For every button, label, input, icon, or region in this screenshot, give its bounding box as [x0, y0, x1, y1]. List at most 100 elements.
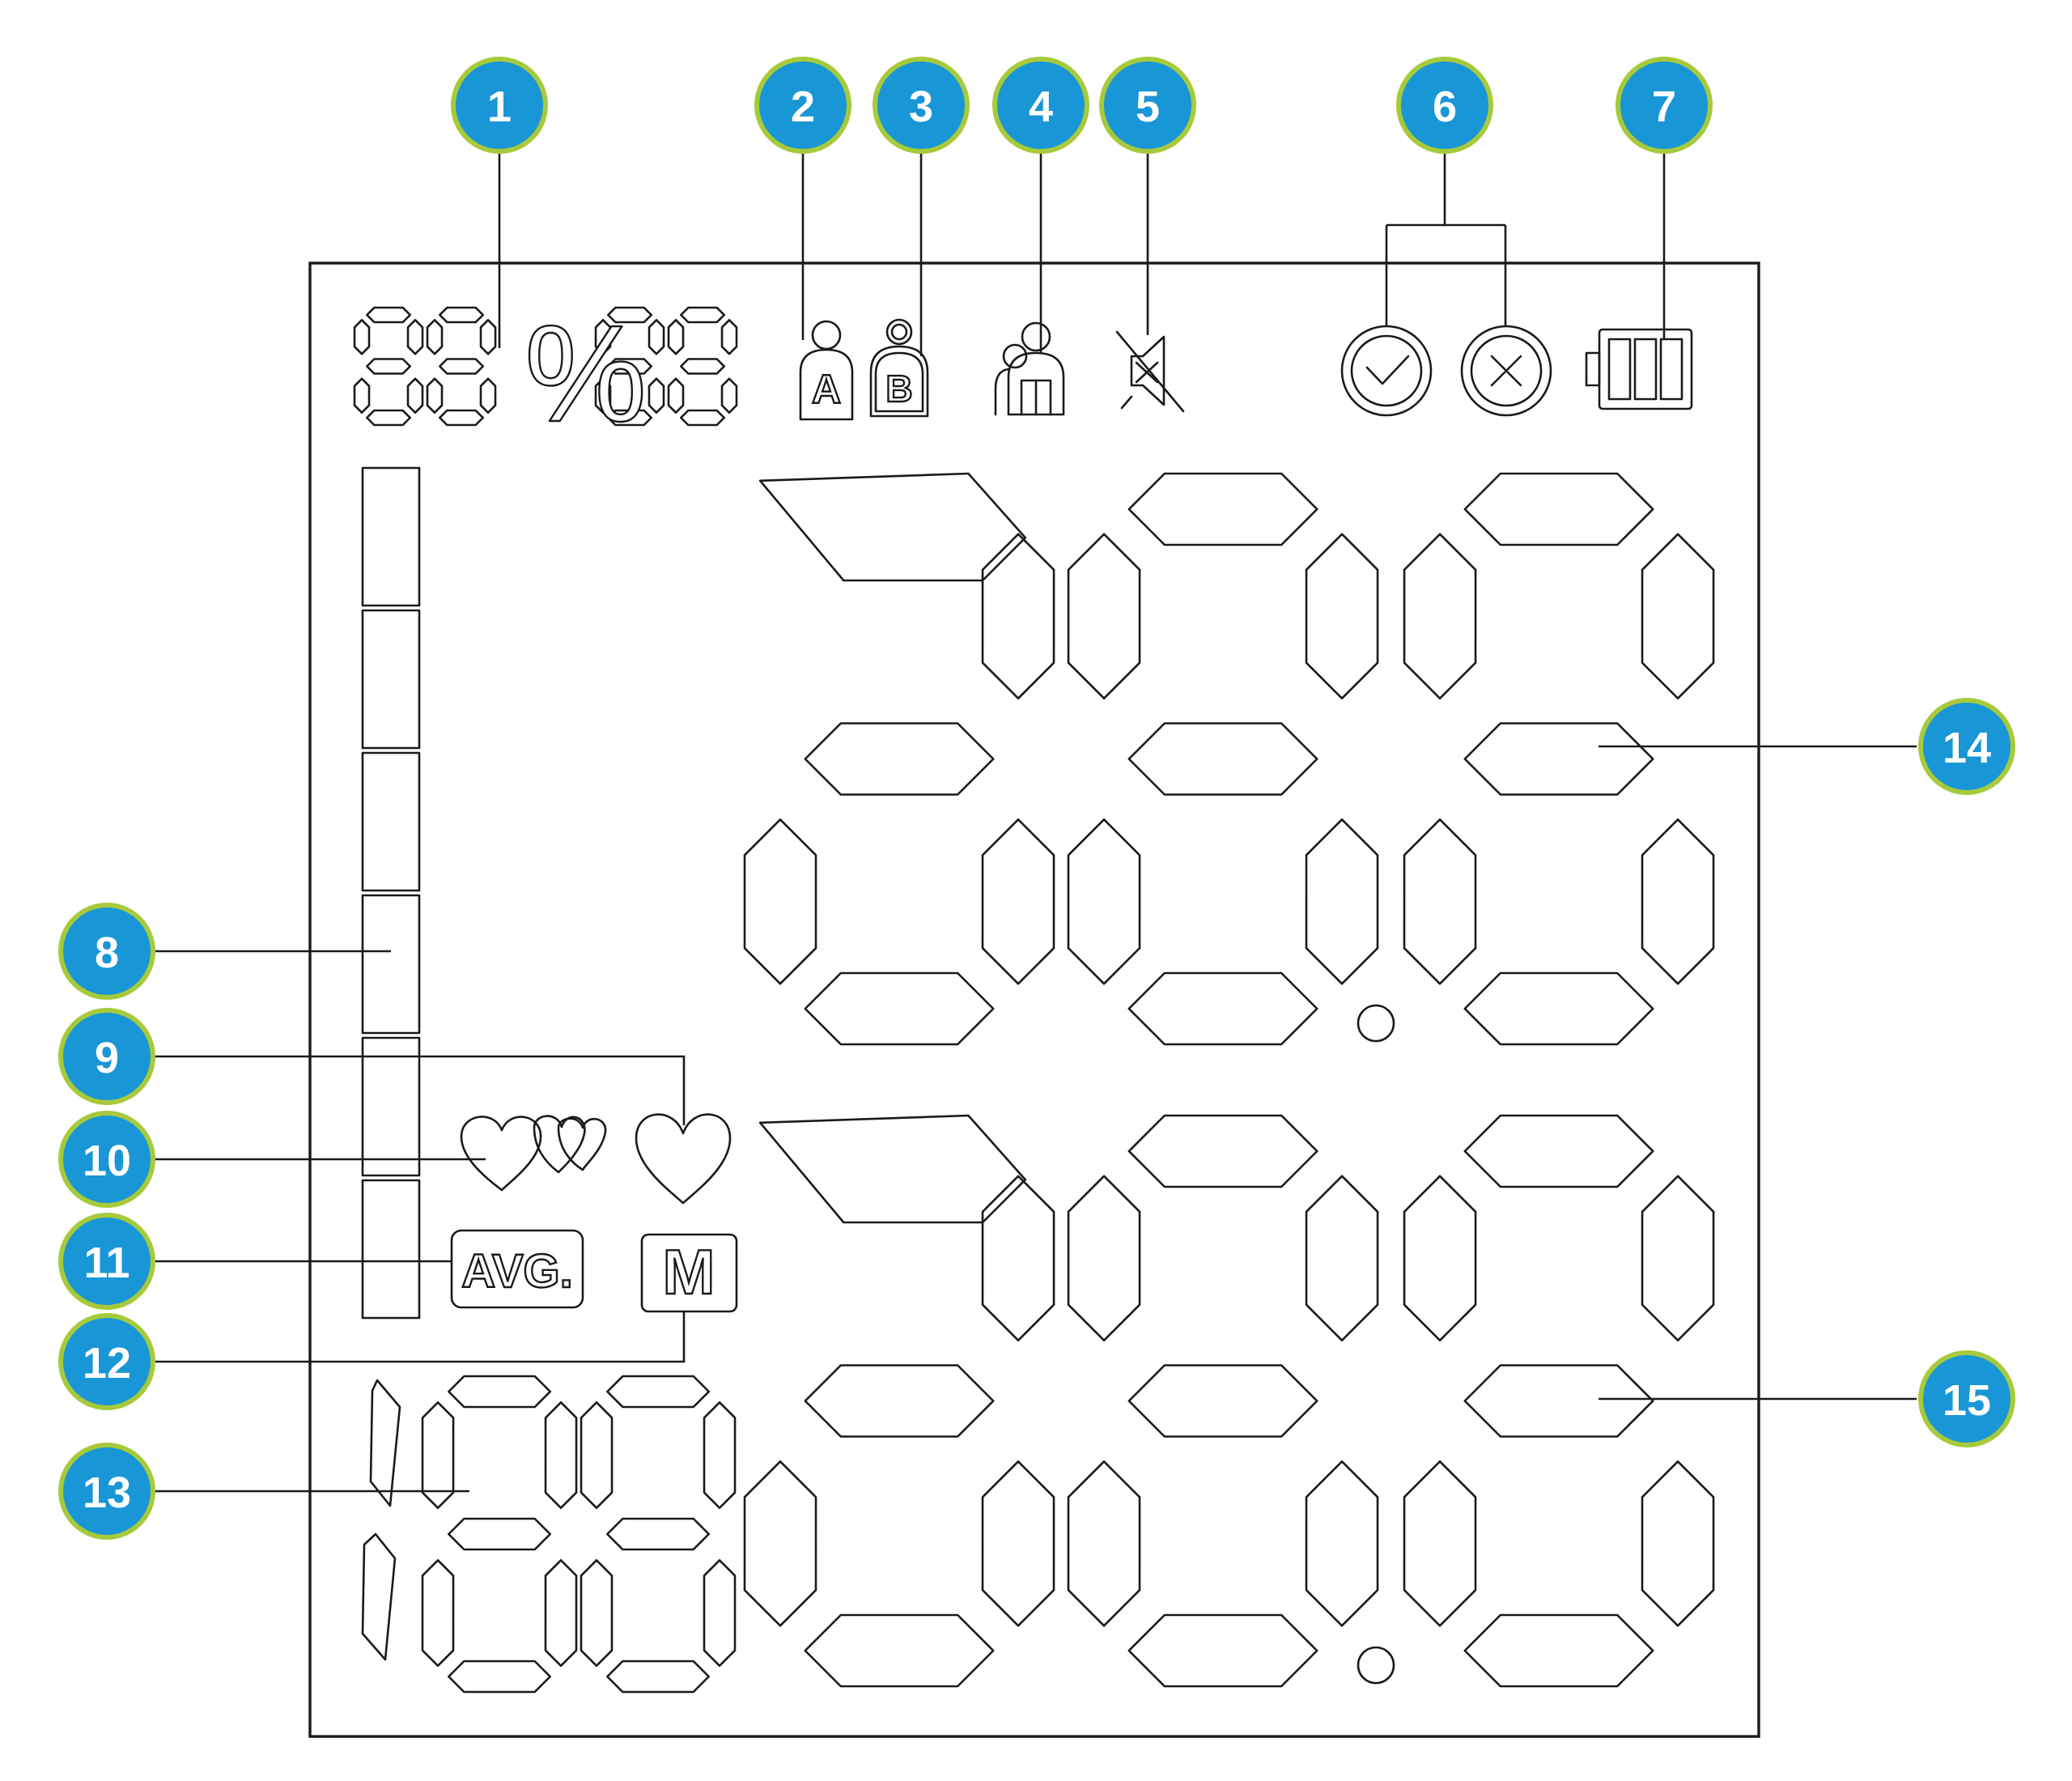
callout-1-number: 1	[487, 83, 512, 131]
diastolic-digit-units	[1403, 1114, 1715, 1688]
callout-7-number: 7	[1652, 83, 1676, 131]
pulse-digit-hundreds-upper	[369, 1379, 401, 1507]
clock-digit-2-seg-g	[439, 358, 485, 375]
diastolic-digit-units-seg-c	[1641, 1460, 1715, 1627]
diastolic-digit-tens-seg-c	[1305, 1460, 1379, 1627]
systolic-digit-tens-seg-d	[1127, 971, 1318, 1046]
guest-user-icon	[994, 321, 1065, 416]
systolic-digit-hundreds-seg-c	[981, 818, 1055, 985]
systolic-decimal-point	[1357, 1004, 1395, 1043]
callout-10-badge: 10	[58, 1111, 155, 1208]
systolic-digit-units-seg-a	[1463, 472, 1654, 546]
clock-digit-2-seg-c	[479, 377, 497, 414]
diastolic-digit-tens-seg-e	[1067, 1460, 1141, 1627]
percent-sign: %	[524, 297, 647, 451]
diastolic-decimal-point	[1357, 1646, 1395, 1685]
systolic-digit-units-seg-f	[1403, 533, 1477, 700]
systolic-digit-tens-seg-b	[1305, 533, 1379, 700]
diastolic-digit-tens	[1067, 1114, 1379, 1688]
systolic-digit-tens-seg-e	[1067, 818, 1141, 985]
mute-icon	[1115, 330, 1185, 413]
systolic-digit-units-seg-g	[1463, 722, 1654, 796]
callout-3-number: 3	[909, 83, 933, 131]
callout-3-badge: 3	[873, 57, 970, 154]
callout-8-number: 8	[95, 929, 119, 977]
systolic-digit-tens	[1067, 472, 1379, 1046]
callout-2-number: 2	[791, 83, 815, 131]
leader-12	[154, 1311, 686, 1363]
leader-6	[1385, 154, 1507, 326]
clock-digit-1-seg-c	[406, 377, 424, 414]
systolic-digit-units-seg-c	[1641, 818, 1715, 985]
multi-heart-icon	[460, 1115, 607, 1192]
pulse-digit-units-seg-b	[703, 1401, 737, 1509]
clock-digit-3-seg-e	[594, 377, 612, 414]
pulse-digit-units-seg-e	[580, 1559, 614, 1667]
diastolic-digit-units-seg-f	[1403, 1175, 1477, 1341]
callout-2-badge: 2	[754, 57, 851, 154]
systolic-digit-units-seg-b	[1641, 533, 1715, 700]
pulse-digit-hundreds	[361, 1379, 401, 1661]
clock-digit-2-seg-b	[479, 318, 497, 355]
callout-11-badge: 11	[58, 1213, 155, 1310]
clock-digit-2-seg-a	[439, 306, 485, 324]
check-icon	[1340, 325, 1433, 417]
callout-13-number: 13	[83, 1469, 131, 1517]
callout-14-number: 14	[1942, 724, 1991, 772]
pressure-bar-segment-2	[361, 609, 421, 750]
callout-15-number: 15	[1942, 1376, 1991, 1425]
pulse-digit-tens-seg-a	[448, 1375, 552, 1409]
pulse-digit-units-seg-d	[606, 1660, 711, 1694]
memory-label: M	[663, 1236, 715, 1307]
pulse-digit-units	[580, 1375, 737, 1694]
pressure-level-bar	[361, 466, 421, 1320]
clock-digit-4-seg-a	[680, 306, 726, 324]
pressure-bar-segment-4	[361, 894, 421, 1035]
pulse-digit-tens-seg-d	[448, 1660, 552, 1694]
callout-5-number: 5	[1136, 83, 1160, 131]
clock-digit-1-seg-f	[353, 318, 371, 355]
clock-digit-3-seg-f	[594, 318, 612, 355]
systolic-digit-units-seg-e	[1403, 818, 1477, 985]
average-indicator: AVG.	[450, 1229, 584, 1309]
clock-digit-4-seg-b	[720, 318, 738, 355]
clock-digit-4-seg-g	[680, 358, 726, 375]
diastolic-digit-hundreds	[743, 1114, 1055, 1688]
callout-4-number: 4	[1029, 83, 1053, 131]
clock-digit-1-seg-a	[366, 306, 412, 324]
pulse-digit-units-seg-f	[580, 1401, 614, 1509]
pulse-digit-tens-seg-c	[544, 1559, 578, 1667]
systolic-digit-tens-seg-a	[1127, 472, 1318, 546]
diastolic-display	[743, 1114, 1715, 1688]
diastolic-digit-hundreds-seg-d	[804, 1613, 995, 1688]
systolic-digit-tens-seg-c	[1305, 818, 1379, 985]
callout-4-badge: 4	[992, 57, 1089, 154]
callout-5-badge: 5	[1099, 57, 1196, 154]
pulse-digit-units-seg-c	[703, 1559, 737, 1667]
callout-9-badge: 9	[58, 1008, 155, 1105]
pressure-bar-segment-5	[361, 1036, 421, 1177]
diastolic-digit-units-seg-a	[1463, 1114, 1654, 1188]
clock-digit-2-seg-d	[439, 409, 485, 427]
clock-digit-3-seg-a	[607, 306, 653, 324]
systolic-digit-hundreds-seg-e	[743, 818, 817, 985]
pulse-digit-units-seg-g	[606, 1517, 711, 1551]
pulse-digit-hundreds-lower	[361, 1532, 397, 1661]
systolic-digit-units	[1403, 472, 1715, 1046]
memory-indicator: M	[640, 1233, 738, 1313]
cross-icon	[1460, 325, 1552, 417]
battery-icon	[1585, 328, 1693, 410]
clock-digit-1-seg-g	[366, 358, 412, 375]
systolic-digit-hundreds-seg-d	[804, 971, 995, 1046]
diastolic-digit-tens-seg-d	[1127, 1613, 1318, 1688]
callout-7-badge: 7	[1616, 57, 1713, 154]
leader-lines	[154, 154, 1917, 1493]
systolic-digit-tens-seg-g	[1127, 722, 1318, 796]
lcd-frame	[308, 261, 1760, 1738]
clock-digit-4-seg-e	[667, 377, 685, 414]
clock-digit-3	[594, 306, 665, 427]
diastolic-digit-hundreds-seg-g	[804, 1364, 995, 1438]
diastolic-digit-hundreds-top	[758, 1114, 1027, 1224]
clock-digit-1-seg-d	[366, 409, 412, 427]
pressure-bar-segment-6	[361, 1179, 421, 1320]
